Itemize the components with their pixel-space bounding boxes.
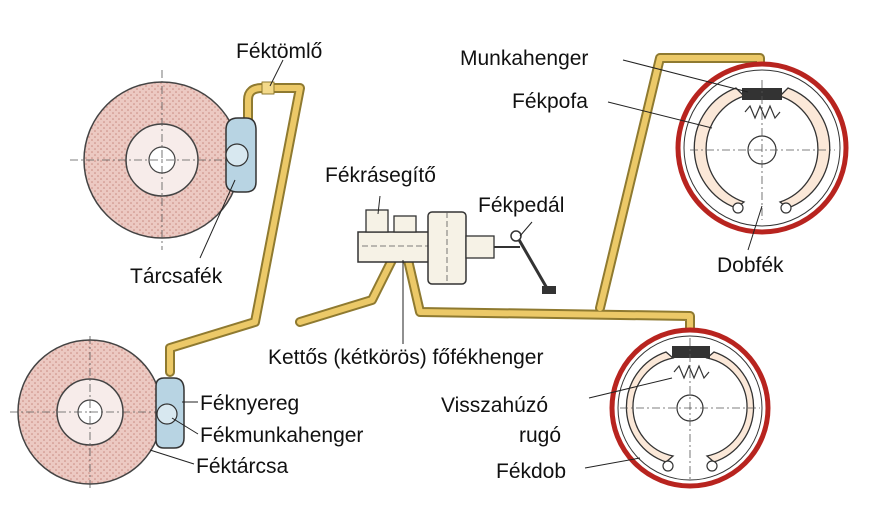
master-cylinder-assembly [357, 209, 556, 294]
label-munkahenger: Munkahenger [460, 47, 588, 70]
wheel-cylinder [742, 88, 782, 100]
brake-shoe [625, 351, 675, 463]
disc-brake-upper [70, 70, 257, 250]
disc-brake-lower [10, 336, 185, 490]
label-rugo: rugó [519, 424, 561, 447]
label-feknyereg: Féknyereg [200, 392, 299, 415]
return-spring [673, 364, 710, 380]
drum-brake-lower [609, 327, 771, 489]
master-cylinder [357, 231, 431, 263]
wheel-cylinder [672, 346, 710, 358]
label-tarcsafek: Tárcsafék [130, 265, 223, 288]
drum-brake-upper [675, 61, 849, 235]
label-visszahuzo: Visszahúzó [441, 394, 548, 417]
return-spring [744, 104, 781, 120]
label-fekrasegito: Fékrásegítő [325, 164, 436, 187]
label-fekmunkahenger: Fékmunkahenger [200, 424, 363, 447]
labels: Féktömlő Tárcsafék Féknyereg Fékmunkahen… [130, 40, 784, 483]
leader-lines [149, 59, 763, 469]
brake-shoe [705, 351, 755, 463]
label-fofekhenger: Kettős (kétkörös) főfékhenger [268, 346, 543, 369]
label-fekdob: Fékdob [496, 460, 566, 483]
label-dobfek: Dobfék [717, 254, 784, 277]
label-fekpedal: Fékpedál [478, 194, 564, 217]
brake-pedal [510, 230, 556, 294]
label-fektarcsa: Féktárcsa [196, 455, 289, 478]
label-fektomlo: Féktömlő [236, 40, 322, 63]
label-fekpofa: Fékpofa [512, 90, 588, 113]
